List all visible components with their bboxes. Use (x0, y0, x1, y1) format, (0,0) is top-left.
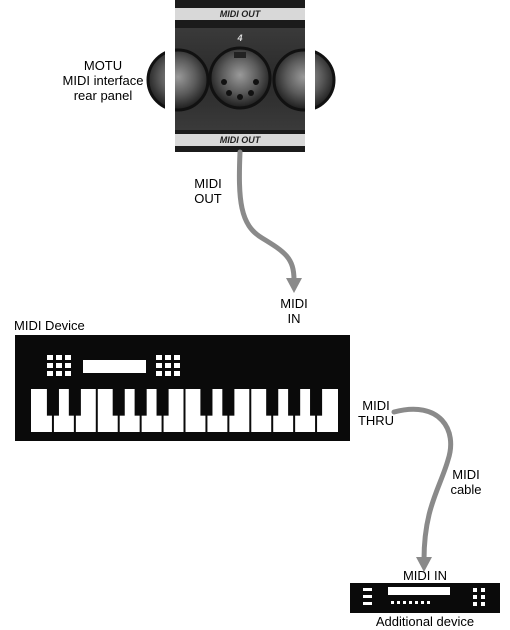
midi-keyboard-device (15, 335, 350, 441)
motu-rear-panel (146, 0, 336, 152)
black-key (46, 389, 59, 416)
black-key (112, 389, 125, 416)
midi-jack-4 (208, 46, 272, 110)
rear-panel-caption: MOTU MIDI interface rear panel (62, 58, 144, 103)
cable-2-start-label: MIDI THRU (357, 398, 395, 428)
black-key (156, 389, 169, 416)
black-key (68, 389, 81, 416)
additional-device-caption: Additional device (375, 614, 475, 629)
cable-1-end-label: MIDI IN (280, 296, 308, 326)
panel-port-number: 4 (237, 33, 243, 43)
midi-cable-2 (391, 406, 454, 563)
black-key (134, 389, 147, 416)
cable-1-start-label: MIDI OUT (194, 176, 222, 206)
black-key (200, 389, 213, 416)
midi-jack-5 (272, 48, 336, 112)
midi-cable-1 (236, 149, 297, 283)
cable-1-arrowhead (286, 278, 302, 293)
black-key (310, 389, 323, 416)
additional-device (350, 583, 500, 613)
black-key (288, 389, 301, 416)
midi-jack-3 (146, 48, 210, 112)
cable-2-middle-label: MIDI cable (450, 467, 482, 497)
midi-device-caption: MIDI Device (14, 318, 85, 333)
black-key (266, 389, 279, 416)
panel-bottom-label: MIDI OUT (219, 135, 261, 145)
panel-top-label: MIDI OUT (219, 9, 261, 19)
cable-2-end-label: MIDI IN (402, 568, 448, 583)
black-key (222, 389, 235, 416)
keyboard-display (83, 360, 146, 373)
cable-2-arrowhead (416, 557, 432, 572)
